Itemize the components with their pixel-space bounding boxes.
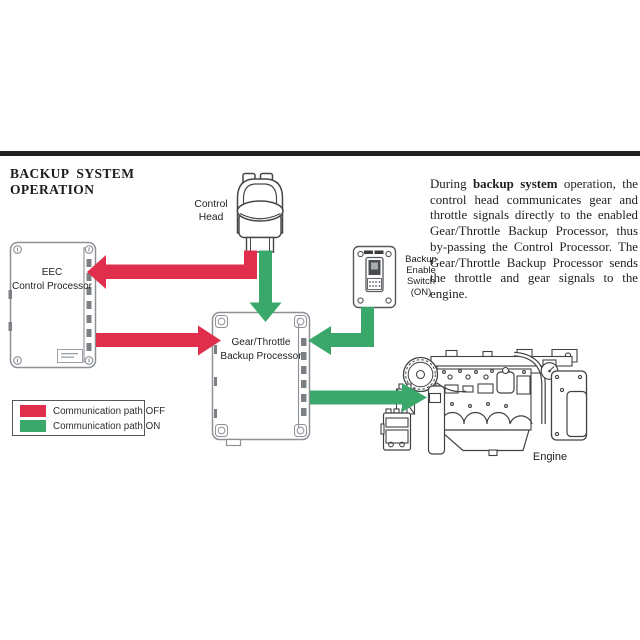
communication-arrows xyxy=(87,250,427,412)
backup-processor-box xyxy=(211,311,311,447)
legend-box: Communication path OFF Communication pat… xyxy=(12,400,165,436)
control-head-label-line1: Control xyxy=(194,199,228,210)
switch-label-line4: (ON) xyxy=(410,287,432,298)
control-head-drawing xyxy=(236,172,284,253)
arrow-backup-to-engine xyxy=(310,383,427,412)
legend-label-on: Communication path ON xyxy=(53,420,161,432)
legend-label-off: Communication path OFF xyxy=(53,405,166,417)
legend-swatch-off xyxy=(20,405,46,417)
switch-label-line2: Enable xyxy=(406,265,436,276)
header-rule xyxy=(0,151,640,156)
arrow-controlhead-to-eec xyxy=(87,250,257,289)
eec-label-line2: Control Processor xyxy=(11,281,93,292)
control-head-label: Control Head xyxy=(192,199,230,224)
arrow-eec-to-backup xyxy=(96,325,221,356)
eec-label-line1: EEC xyxy=(41,267,63,278)
eec-processor-label: EEC Control Processor xyxy=(10,266,94,294)
engine-label: Engine xyxy=(532,451,568,463)
legend-row-on: Communication path ON xyxy=(20,420,160,432)
backup-enable-switch xyxy=(352,245,397,309)
backup-processor-label: Gear/Throttle Backup Processor xyxy=(213,336,309,364)
description-paragraph: During backup system operation, the cont… xyxy=(430,177,638,303)
description-prefix: During xyxy=(430,177,473,191)
engine-fitting-over-arrow xyxy=(428,392,442,404)
backup-label-line2: Backup Processor xyxy=(220,351,302,362)
switch-label-line1: Backup xyxy=(405,254,437,265)
enable-switch-label: Backup Enable Switch (ON) xyxy=(398,254,444,298)
eec-processor-box xyxy=(8,241,97,369)
switch-label-line3: Switch xyxy=(407,276,435,287)
page-title: BACKUP SYSTEM OPERATION xyxy=(10,166,134,197)
page-title-line1: BACKUP SYSTEM xyxy=(10,166,135,181)
arrow-controlhead-to-backup xyxy=(249,250,282,322)
legend-row-off: Communication path OFF xyxy=(20,405,165,417)
description-suffix: operation, the control head communicates… xyxy=(430,177,638,301)
arrow-switch-to-backup xyxy=(308,307,374,355)
backup-label-line1: Gear/Throttle xyxy=(231,337,291,348)
page-title-line2: OPERATION xyxy=(10,181,95,197)
legend-swatch-on xyxy=(20,420,46,432)
description-bold: backup system xyxy=(472,177,558,191)
control-head-label-line2: Head xyxy=(198,211,224,223)
